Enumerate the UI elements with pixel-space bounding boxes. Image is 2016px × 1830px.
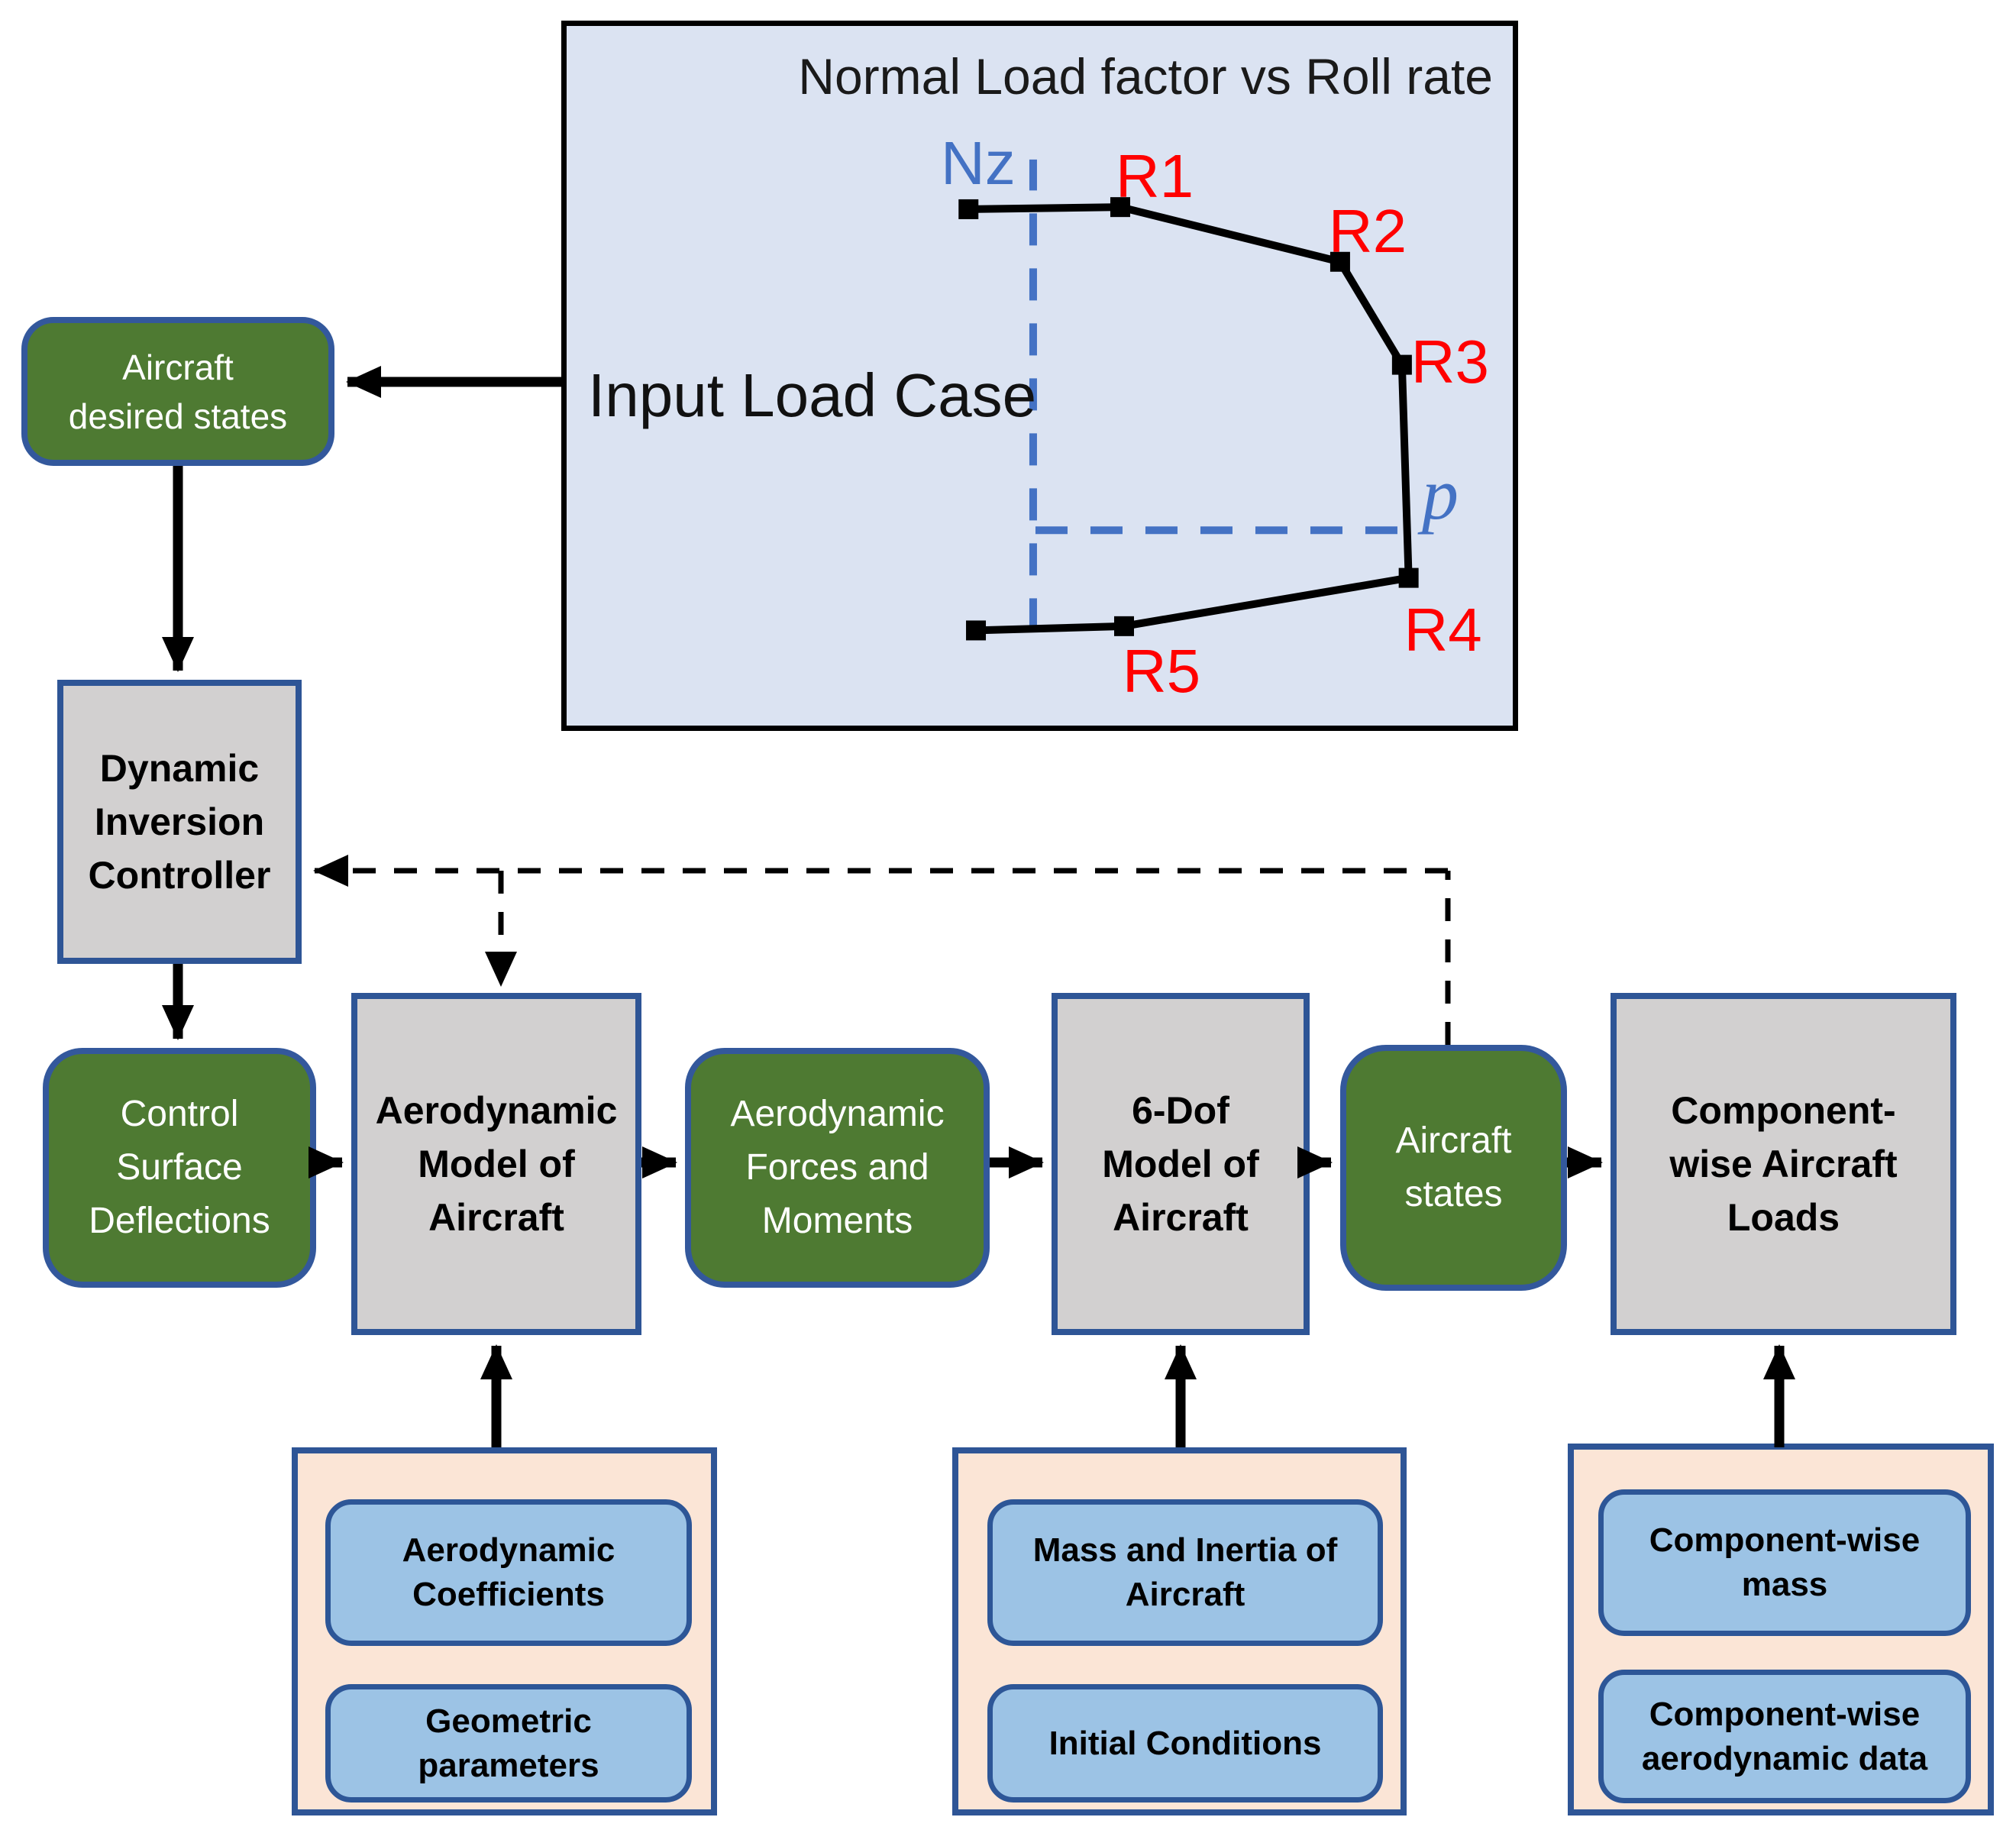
node-aircraft-states: Aircraft states <box>1340 1045 1567 1291</box>
input-label-line: Aircraft <box>1125 1576 1245 1613</box>
node-label-line: Controller <box>88 854 271 897</box>
input-label-line: aerodynamic data <box>1641 1739 1928 1777</box>
node-dynamic-inversion-controller: Dynamic Inversion Controller <box>57 680 302 964</box>
node-control-surface-deflections: Control Surface Deflections <box>43 1048 316 1288</box>
node-label-line: desired states <box>68 396 288 436</box>
input-label-line: parameters <box>418 1746 599 1784</box>
input-label-line: mass <box>1741 1566 1828 1603</box>
load-case-chart-panel: Normal Load factor vs Roll rate Input Lo… <box>561 21 1518 731</box>
nz-vs-rollrate-plot <box>958 159 1419 641</box>
input-initial-conditions: Initial Conditions <box>987 1684 1383 1803</box>
envelope-vertex-marker <box>1113 616 1134 636</box>
input-component-wise-aerodynamic-data: Component-wise aerodynamic data <box>1598 1670 1971 1803</box>
container-aerodynamic-inputs: Aerodynamic Coefficients Geometric param… <box>292 1447 717 1815</box>
input-label-line: Coefficients <box>412 1576 605 1613</box>
envelope-vertex-marker <box>1398 567 1419 588</box>
envelope-vertex-marker <box>966 620 987 641</box>
chart-point-label-R4: R4 <box>1404 595 1482 664</box>
node-label-line: Model of <box>418 1143 575 1185</box>
node-aerodynamic-model-of-aircraft: Aerodynamic Model of Aircraft <box>351 993 641 1335</box>
input-load-case-label: Input Load Case <box>588 361 1037 429</box>
container-mass-inertia-inputs: Mass and Inertia of Aircraft Initial Con… <box>952 1447 1407 1815</box>
node-label-line: Aerodynamic <box>375 1089 618 1132</box>
chart-point-label-R1: R1 <box>1115 142 1194 211</box>
node-label-line: Control <box>120 1094 239 1134</box>
node-label-line: Component- <box>1671 1089 1896 1132</box>
node-aerodynamic-forces-and-moments: Aerodynamic Forces and Moments <box>685 1048 990 1288</box>
container-component-wise-inputs: Component-wise mass Component-wise aerod… <box>1568 1444 1994 1815</box>
node-label-line: Inversion <box>94 800 265 843</box>
envelope-vertex-marker <box>1110 197 1130 218</box>
input-label-line: Component-wise <box>1649 1695 1921 1733</box>
node-label-line: Aircraft <box>122 347 234 387</box>
input-component-wise-mass: Component-wise mass <box>1598 1489 1971 1636</box>
input-aerodynamic-coefficients: Aerodynamic Coefficients <box>325 1499 692 1646</box>
node-label-line: Moments <box>761 1201 913 1241</box>
input-geometric-parameters: Geometric parameters <box>325 1684 692 1803</box>
node-label-line: Aircraft <box>1395 1120 1512 1161</box>
node-label-line: Aircraft <box>1113 1196 1249 1239</box>
input-label-line: Aerodynamic <box>402 1531 615 1569</box>
node-label-line: Dynamic <box>99 747 260 790</box>
input-label-line: Geometric <box>425 1702 592 1740</box>
node-label-line: Deflections <box>89 1201 270 1241</box>
node-label-line: Surface <box>116 1147 243 1188</box>
input-label-line: Component-wise <box>1649 1521 1921 1559</box>
node-component-wise-aircraft-loads: Component- wise Aircraft Loads <box>1611 993 1956 1335</box>
p-axis-label: p <box>1422 453 1459 535</box>
node-label-line: states <box>1404 1174 1503 1214</box>
input-label-line: Initial Conditions <box>1048 1724 1322 1762</box>
node-label-line: Model of <box>1102 1143 1259 1185</box>
node-aircraft-desired-states: Aircraft desired states <box>21 317 334 466</box>
envelope-vertex-marker <box>1391 354 1412 375</box>
envelope-vertex-marker <box>1329 251 1350 272</box>
node-6dof-model-of-aircraft: 6-Dof Model of Aircraft <box>1052 993 1310 1335</box>
node-label-line: wise Aircraft <box>1669 1143 1898 1185</box>
node-label-line: Aerodynamic <box>730 1094 945 1134</box>
chart-title: Normal Load factor vs Roll rate <box>798 48 1493 105</box>
input-label-line: Mass and Inertia of <box>1032 1531 1338 1569</box>
chart-point-label-R5: R5 <box>1122 636 1201 705</box>
envelope-vertex-marker <box>958 199 979 219</box>
node-label-line: Loads <box>1727 1196 1840 1239</box>
input-mass-and-inertia: Mass and Inertia of Aircraft <box>987 1499 1383 1646</box>
nz-axis-label: Nz <box>941 129 1016 197</box>
chart-point-label-R2: R2 <box>1328 196 1407 265</box>
chart-point-label-R3: R3 <box>1410 327 1489 396</box>
node-label-line: 6-Dof <box>1132 1089 1229 1132</box>
node-label-line: Aircraft <box>428 1196 564 1239</box>
node-label-line: Forces and <box>745 1147 929 1188</box>
